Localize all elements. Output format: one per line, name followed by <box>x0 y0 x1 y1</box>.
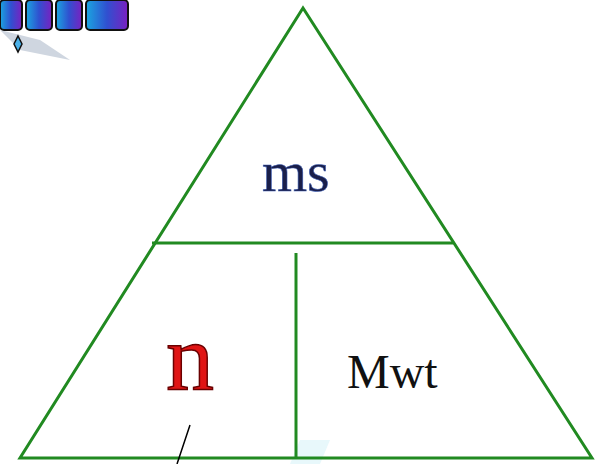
right-section: Mwt <box>339 344 446 400</box>
logo-diamond <box>14 36 22 52</box>
logo-block <box>0 0 22 30</box>
logo-block <box>86 0 128 30</box>
logo-block <box>56 0 82 30</box>
formula-symbol: Mwt <box>347 348 438 396</box>
logo <box>0 0 128 60</box>
formula-symbol: ms <box>262 143 330 201</box>
top-section: ms <box>254 139 338 205</box>
formula-symbol: n <box>166 310 214 406</box>
leader-line <box>177 425 190 464</box>
divider-line <box>295 253 298 458</box>
left-section: n <box>158 306 222 410</box>
divider-line <box>152 242 453 245</box>
triangle-outline <box>20 8 592 458</box>
logo-shadow <box>0 30 70 60</box>
logo-block <box>26 0 52 30</box>
